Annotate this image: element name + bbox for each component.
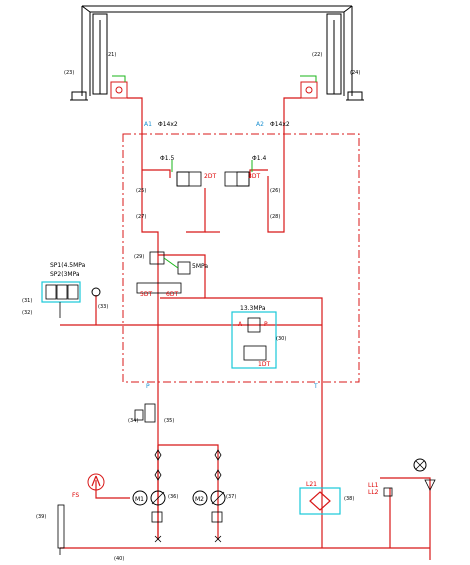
- tag: (29): [134, 254, 144, 260]
- filter-label: L21: [306, 481, 317, 488]
- sol-6dt-label: 6DT: [166, 291, 178, 298]
- pump-m2: [192, 490, 226, 523]
- tag: (32): [22, 310, 32, 316]
- orifice-left-label: Φ1.5: [160, 155, 174, 162]
- port-a1-size: Φ14x2: [158, 121, 178, 128]
- pressure-setting-label: 5MPa: [192, 263, 208, 270]
- pressure-switch-group: [41, 281, 101, 318]
- relief-valve: [231, 311, 277, 369]
- tag: (37): [226, 494, 236, 500]
- tag: (22): [312, 52, 322, 58]
- check-valves: [134, 403, 222, 543]
- tag: (31): [22, 298, 32, 304]
- sp1-label: SP1(4.5MPa: [50, 262, 86, 269]
- tank-level: [57, 504, 65, 555]
- level-label-1: LL1: [368, 482, 379, 489]
- tank-label: FS: [72, 492, 79, 499]
- port-a2-size: Φ14x2: [270, 121, 290, 128]
- tag: (30): [276, 336, 286, 342]
- pressure-switch-block: [136, 251, 191, 294]
- port-a1-label: A1: [144, 121, 152, 128]
- valve-3dt-label: 3DT: [248, 173, 260, 180]
- relief-title: 13.3MPa: [240, 305, 266, 312]
- orifice-right-label: Φ1.4: [252, 155, 266, 162]
- sp2-label: SP2(3MPa: [50, 271, 80, 278]
- sol-5dt-label: 5DT: [140, 291, 152, 298]
- tag: (38): [344, 496, 354, 502]
- pipes: [60, 97, 431, 560]
- pump-m2-label: M2: [195, 496, 204, 503]
- tag: (23): [64, 70, 74, 76]
- level-label-2: LL2: [368, 489, 379, 496]
- tag: (27): [136, 214, 146, 220]
- tag: (24): [350, 70, 360, 76]
- tag: (26): [270, 188, 280, 194]
- right-cylinder-block: [300, 75, 318, 99]
- tag: (21): [106, 52, 116, 58]
- relief-port-a: A: [238, 321, 243, 328]
- valve-1dt-label: 1DT: [258, 361, 270, 368]
- tag: (33): [98, 304, 108, 310]
- port-p-label: P: [146, 383, 150, 390]
- heater: [87, 473, 105, 491]
- valve-2dt-label: 2DT: [204, 173, 216, 180]
- tag: (40): [114, 556, 124, 562]
- tag: (28): [270, 214, 280, 220]
- return-filter: [299, 487, 341, 515]
- tag: (34): [128, 418, 138, 424]
- directional-valve-2dt: [171, 160, 202, 187]
- port-a2-label: A2: [256, 121, 264, 128]
- tag: (25): [136, 188, 146, 194]
- tag: (36): [168, 494, 178, 500]
- directional-valve-3dt: [224, 160, 253, 187]
- pump-m1-label: M1: [135, 496, 144, 503]
- gate-frame: [70, 5, 364, 101]
- pump-m1: [132, 490, 166, 523]
- left-cylinder-block: [110, 75, 128, 99]
- breather: [383, 458, 436, 497]
- relief-port-p: P: [264, 321, 268, 328]
- tag: (35): [164, 418, 174, 424]
- port-t-label: T: [313, 383, 318, 390]
- component-tags: (21) (22) (23) (24) (25) (26) (27) (28) …: [22, 52, 360, 562]
- tag: (39): [36, 514, 46, 520]
